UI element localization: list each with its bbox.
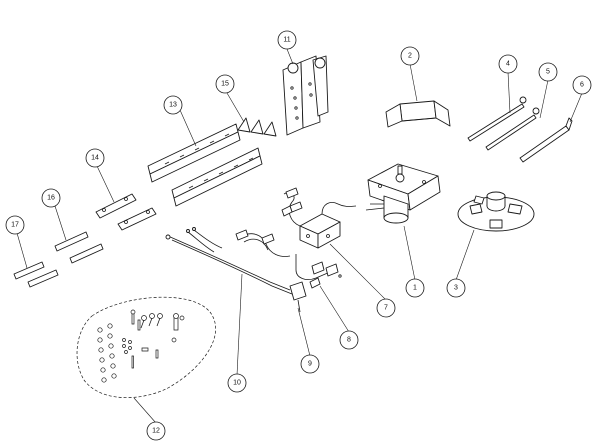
part-4-rod xyxy=(467,96,527,142)
callout-8: 8 xyxy=(339,330,359,350)
part-14-plate-lower xyxy=(117,207,157,231)
callout-14: 14 xyxy=(85,148,105,168)
callout-2: 2 xyxy=(400,46,420,66)
callout-3-label: 3 xyxy=(454,285,458,292)
callout-4-label: 4 xyxy=(506,61,510,68)
part-13-rail-upper xyxy=(147,123,241,183)
callout-16-label: 16 xyxy=(47,195,55,202)
part-14-plate-upper xyxy=(95,193,137,219)
callout-13: 13 xyxy=(163,95,183,115)
leader-lines xyxy=(16,48,583,424)
callout-2-label: 2 xyxy=(408,53,412,60)
part-16-pins xyxy=(54,231,104,264)
part-12-hardware-kit xyxy=(76,296,216,398)
callout-7-label: 7 xyxy=(384,305,388,312)
part-10-cable xyxy=(165,227,293,295)
callout-9-label: 9 xyxy=(308,361,312,368)
callout-12: 12 xyxy=(146,421,166,441)
callout-17-label: 17 xyxy=(11,222,19,229)
callout-7: 7 xyxy=(376,298,396,318)
callout-5-label: 5 xyxy=(546,69,550,76)
callout-17: 17 xyxy=(5,215,25,235)
callout-16: 16 xyxy=(41,188,61,208)
callout-8-label: 8 xyxy=(347,337,351,344)
callout-5: 5 xyxy=(538,62,558,82)
callout-1: 1 xyxy=(405,278,425,298)
callout-3: 3 xyxy=(446,278,466,298)
callout-15: 15 xyxy=(215,74,235,94)
callout-9: 9 xyxy=(300,354,320,374)
callout-4: 4 xyxy=(498,54,518,74)
callout-11: 11 xyxy=(277,30,297,50)
callout-1-label: 1 xyxy=(413,285,417,292)
callout-10: 10 xyxy=(227,373,247,393)
callout-6-label: 6 xyxy=(580,82,584,89)
part-7-controller-box xyxy=(281,187,357,249)
part-2-angle-bracket xyxy=(385,100,451,128)
part-11-upright-bracket xyxy=(282,55,329,136)
callout-13-label: 13 xyxy=(169,102,177,109)
part-13-rail-lower xyxy=(171,147,263,207)
callout-14-label: 14 xyxy=(91,155,99,162)
part-6-angle-bar xyxy=(519,117,573,163)
part-9-connector xyxy=(289,281,307,313)
part-1-gear-motor xyxy=(365,163,441,224)
part-8-wire-harness xyxy=(235,229,342,289)
part-17-pins xyxy=(13,261,59,288)
callout-10-label: 10 xyxy=(233,380,241,387)
callout-12-label: 12 xyxy=(152,428,160,435)
callout-11-label: 11 xyxy=(283,37,290,44)
callout-6: 6 xyxy=(572,75,592,95)
part-15-wedges xyxy=(237,117,277,137)
part-5-rod xyxy=(485,107,540,151)
callout-15-label: 15 xyxy=(221,81,229,88)
part-3-spinner-hub xyxy=(457,191,535,232)
